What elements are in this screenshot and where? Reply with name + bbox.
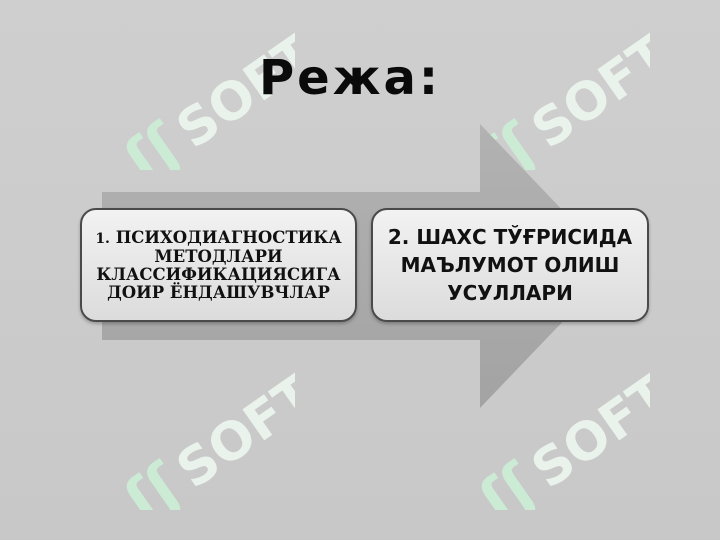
step-1-label: ПСИХОДИАГНОСТИКА МЕТОДЛАРИ КЛАССИФИКАЦИЯ…: [96, 227, 342, 302]
step-1-text: 1. ПСИХОДИАГНОСТИКА МЕТОДЛАРИ КЛАССИФИКА…: [92, 227, 345, 302]
slide-title: Режа:: [258, 50, 442, 106]
step-1-box: 1. ПСИХОДИАГНОСТИКА МЕТОДЛАРИ КЛАССИФИКА…: [80, 208, 357, 322]
step-2-box: 2. ШАХС ТЎҒРИСИДА МАЪЛУМОТ ОЛИШ УСУЛЛАРИ: [371, 208, 649, 322]
step-1-number: 1.: [95, 230, 110, 247]
step-2-text: 2. ШАХС ТЎҒРИСИДА МАЪЛУМОТ ОЛИШ УСУЛЛАРИ: [387, 225, 633, 305]
